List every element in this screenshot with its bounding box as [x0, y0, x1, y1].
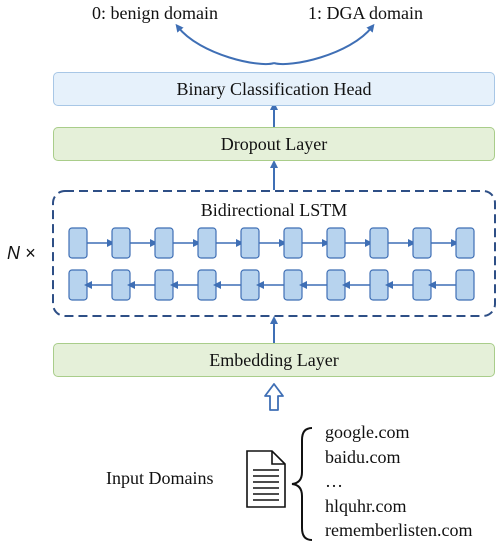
- backward-lstm-cell: [240, 269, 260, 301]
- embedding-layer: Embedding Layer: [53, 343, 495, 377]
- forward-lstm-cell: [154, 227, 174, 259]
- forward-lstm-cell: [369, 227, 389, 259]
- repeat-label: N ×: [7, 243, 36, 263]
- domain-item: google.com: [325, 422, 410, 442]
- dropout-layer: Dropout Layer: [53, 127, 495, 161]
- forward-lstm-cell: [455, 227, 475, 259]
- backward-lstm-cell: [283, 269, 303, 301]
- output-arrow-dga: [273, 23, 375, 65]
- backward-lstm-cell: [326, 269, 346, 301]
- forward-lstm-cell: [326, 227, 346, 259]
- domain-item: baidu.com: [325, 446, 401, 467]
- backward-lstm-cell: [111, 269, 131, 301]
- forward-lstm-cell: [240, 227, 260, 259]
- backward-lstm-cell: [369, 269, 389, 301]
- forward-lstm-cell: [68, 227, 88, 259]
- domain-list: google.com baidu.com … hlquhr.com rememb…: [325, 420, 472, 543]
- forward-lstm-cell: [111, 227, 131, 259]
- backward-lstm-cell: [68, 269, 88, 301]
- forward-lstm-cell: [412, 227, 432, 259]
- lstm-container: [52, 190, 496, 317]
- backward-lstm-cell: [455, 269, 475, 301]
- domain-item: …: [325, 471, 343, 491]
- lstm-cells: [68, 227, 475, 301]
- backward-lstm-cell: [197, 269, 217, 301]
- document-icon: [246, 450, 286, 508]
- input-domains-label: Input Domains: [106, 468, 214, 488]
- backward-lstm-cell: [154, 269, 174, 301]
- embedding-label: Embedding Layer: [209, 349, 339, 370]
- forward-lstm-cell: [283, 227, 303, 259]
- output-dga-label: 1: DGA domain: [308, 3, 423, 23]
- domain-item: hlquhr.com: [325, 495, 407, 516]
- classification-head-label: Binary Classification Head: [176, 78, 372, 99]
- input-up-arrow: [264, 383, 284, 411]
- domain-item: rememberlisten.com: [325, 520, 473, 540]
- lstm-title: Bidirectional LSTM: [200, 200, 348, 220]
- classification-head-layer: Binary Classification Head: [53, 72, 495, 106]
- backward-lstm-cell: [412, 269, 432, 301]
- output-arrow-benign: [175, 23, 275, 65]
- dropout-label: Dropout Layer: [220, 133, 328, 154]
- forward-lstm-cell: [197, 227, 217, 259]
- output-benign-label: 0: benign domain: [92, 3, 218, 23]
- domain-list-brace: [291, 427, 313, 541]
